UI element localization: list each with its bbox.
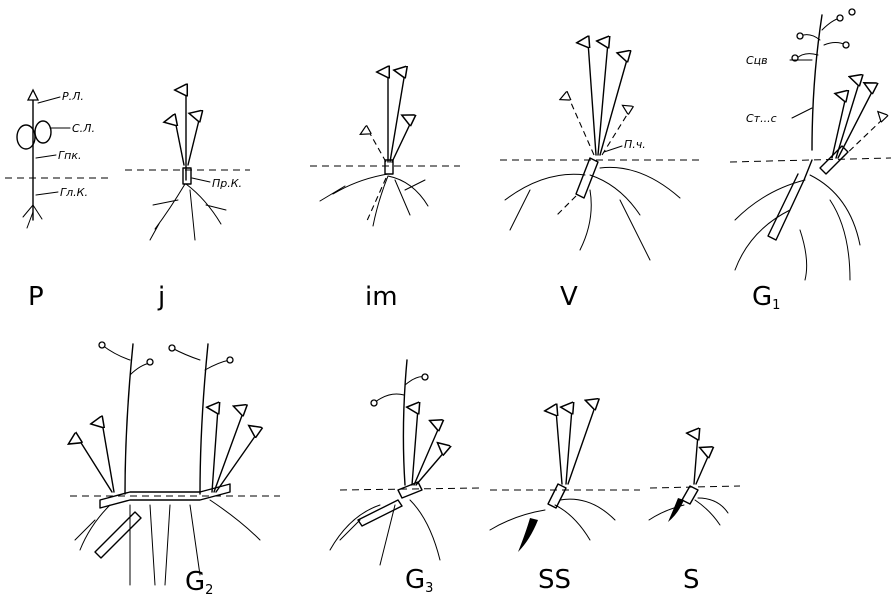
plant-g2 [70, 342, 280, 585]
roots-s [649, 498, 728, 525]
inflorescence-branches-g2 [102, 345, 230, 375]
soil-line-g1 [730, 158, 891, 162]
stage-label-s: S [683, 565, 700, 595]
leaf-arrow-ss-3 [568, 404, 596, 484]
dead-rhizome-v [556, 196, 576, 216]
label-glk: Гл.К. [60, 186, 88, 199]
flower-g2-2 [147, 359, 153, 365]
inflorescence-branches-g3 [374, 377, 425, 403]
roots-g3 [330, 500, 440, 565]
plant-v: П.ч. [500, 42, 700, 260]
leaf-arrow-im-2 [390, 72, 405, 162]
label-gpk: Гпк. [58, 149, 81, 162]
leaf-arrow-v-dashed-1 [568, 96, 594, 155]
soil-line-g3 [340, 488, 480, 490]
label-stl: Ст...с [746, 112, 777, 125]
leaf-arrow-g3-2 [414, 425, 440, 485]
flower-g1-4 [843, 42, 849, 48]
leaf-arrow-j-2 [175, 120, 184, 165]
generative-shoot-g3 [403, 360, 407, 485]
roots-g1 [735, 175, 860, 280]
leaf-arrow-g2-4 [214, 410, 244, 492]
leader-glk [36, 192, 58, 195]
plant-im [310, 72, 460, 226]
plant-ss [490, 404, 640, 552]
leaf-arrow-g3-1 [412, 408, 418, 485]
rhizome-g3 [398, 482, 422, 498]
leader-stl [792, 108, 812, 118]
rhizome-ss [548, 484, 566, 508]
leaf-arrow-g2-5 [216, 432, 258, 492]
roots-j [150, 184, 226, 240]
leader-pch [604, 146, 622, 152]
stage-label-p: P [28, 282, 44, 312]
plant-g3 [330, 360, 480, 565]
leaf-arrow-im-dashed [368, 130, 386, 162]
leaf-arrow-v-1 [588, 42, 596, 155]
flower-g3-2 [422, 374, 428, 380]
generative-shoot-g2-2 [200, 344, 208, 494]
old-rhizome-g1 [768, 160, 812, 240]
dead-rhizome-s [668, 498, 684, 522]
leaf-arrow-g1-2 [836, 80, 860, 158]
stage-label-im: im [365, 282, 398, 312]
apical-leaf-arrow-p [28, 90, 38, 100]
flower-g2-3 [169, 345, 175, 351]
roots-im [320, 174, 428, 226]
leaf-arrow-im-3 [392, 120, 412, 162]
roots-g2 [75, 500, 260, 585]
flower-g3-1 [371, 400, 377, 406]
stage-label-v: V [560, 282, 578, 312]
flower-g2-1 [99, 342, 105, 348]
label-sciv: Сцв [746, 54, 768, 67]
leaf-arrow-v-2 [598, 42, 608, 155]
dead-rhizome-ss [518, 518, 538, 552]
old-rhizome-g3 [358, 500, 402, 526]
leaf-arrow-g2-1 [78, 438, 112, 492]
label-sl: С.Л. [72, 122, 95, 135]
old-rhizome-g2 [95, 512, 141, 558]
flower-g1-1 [797, 33, 803, 39]
plant-g1: Сцв Ст...с [730, 9, 891, 280]
generative-shoot-g1 [812, 15, 822, 150]
stage-label-g3: G3 [405, 565, 433, 596]
leaf-arrow-s-1 [694, 434, 698, 484]
soil-line-s [650, 486, 740, 488]
roots-v [505, 167, 680, 260]
label-rl: Р.Л. [62, 90, 84, 103]
leader-rl [38, 97, 60, 103]
rhizome-s [682, 486, 698, 504]
plant-j: Пр.К. [125, 90, 250, 240]
leaf-arrow-ss-2 [566, 408, 572, 484]
cotyledon-right-p [35, 121, 51, 143]
label-prk: Пр.К. [212, 177, 242, 190]
leaf-arrow-s-2 [696, 452, 710, 484]
stage-label-g2: G2 [185, 567, 213, 598]
label-pch: П.ч. [624, 138, 646, 151]
flower-g1-5 [849, 9, 855, 15]
plant-s [649, 434, 740, 525]
stage-label-ss: SS [538, 565, 571, 595]
flower-g1-3 [837, 15, 843, 21]
leaf-arrow-ss-1 [556, 410, 562, 484]
plant-p: Р.Л. С.Л. Гпк. Гл.К. [5, 90, 110, 228]
dead-root-im [366, 178, 386, 223]
leaf-arrow-j-3 [188, 116, 200, 165]
leaf-arrow-g3-3 [416, 450, 446, 485]
rhizome-v [576, 158, 598, 198]
leaf-arrow-g2-3 [212, 408, 218, 492]
stage-label-j: j [157, 282, 165, 312]
generative-shoot-g2-1 [125, 344, 133, 494]
leader-gpk [36, 155, 56, 158]
stage-label-g1: G1 [752, 282, 780, 313]
leader-prk [192, 178, 210, 182]
flower-g2-4 [227, 357, 233, 363]
roots-ss [490, 499, 615, 540]
leaf-arrow-g2-2 [102, 422, 114, 492]
